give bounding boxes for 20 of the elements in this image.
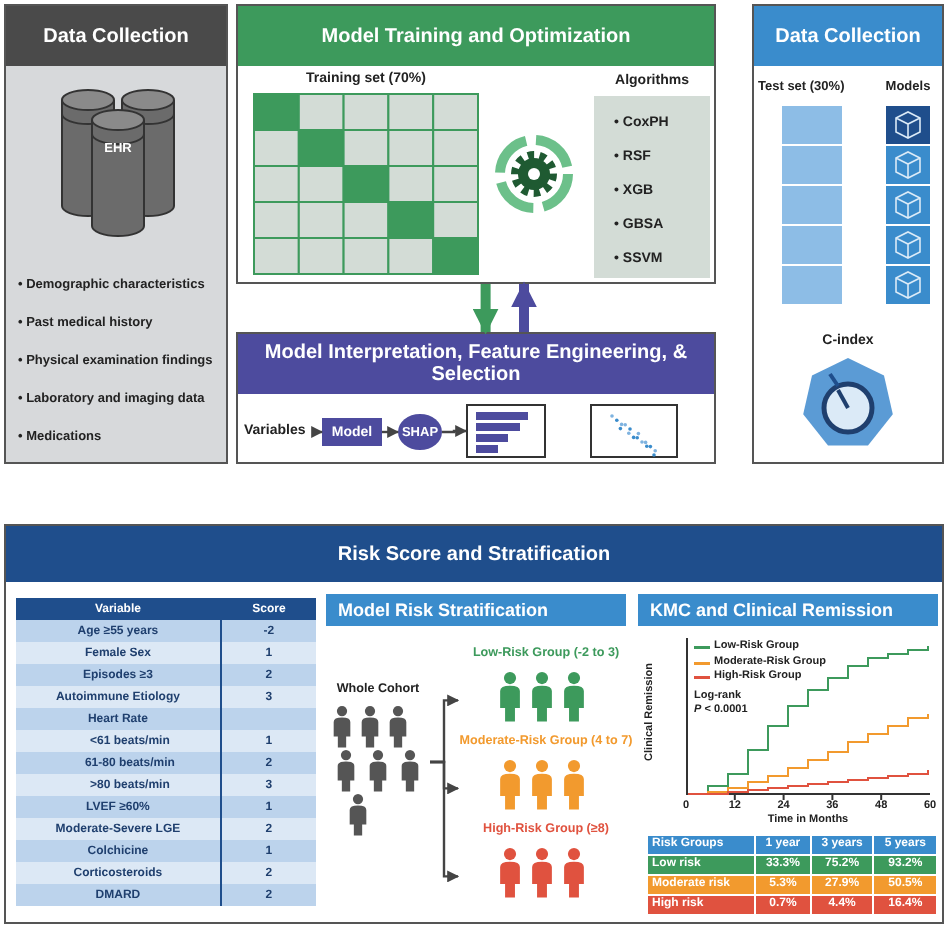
scatter-plot-thumbnail <box>590 404 678 458</box>
arrow <box>472 284 499 335</box>
panel-header: Model Training and Optimization <box>238 6 714 66</box>
section-header: Model Risk Stratification <box>326 594 626 626</box>
panel <box>236 4 716 284</box>
section-header: KMC and Clinical Remission <box>638 594 938 626</box>
panel <box>752 4 944 464</box>
panel-header: Risk Score and Stratification <box>6 526 942 582</box>
panel <box>4 524 944 924</box>
bar-chart-thumbnail <box>466 404 546 458</box>
panel-header: Data Collection <box>754 6 942 66</box>
arrow <box>511 281 537 332</box>
panel <box>4 4 228 464</box>
panel-header: Data Collection <box>6 6 226 66</box>
arrow <box>382 426 400 438</box>
arrow <box>430 760 460 883</box>
arrow <box>311 426 324 438</box>
panel <box>236 332 716 464</box>
panel-header: Model Interpretation, Feature Engineering, & Selection <box>238 334 714 394</box>
arrow <box>442 425 468 437</box>
